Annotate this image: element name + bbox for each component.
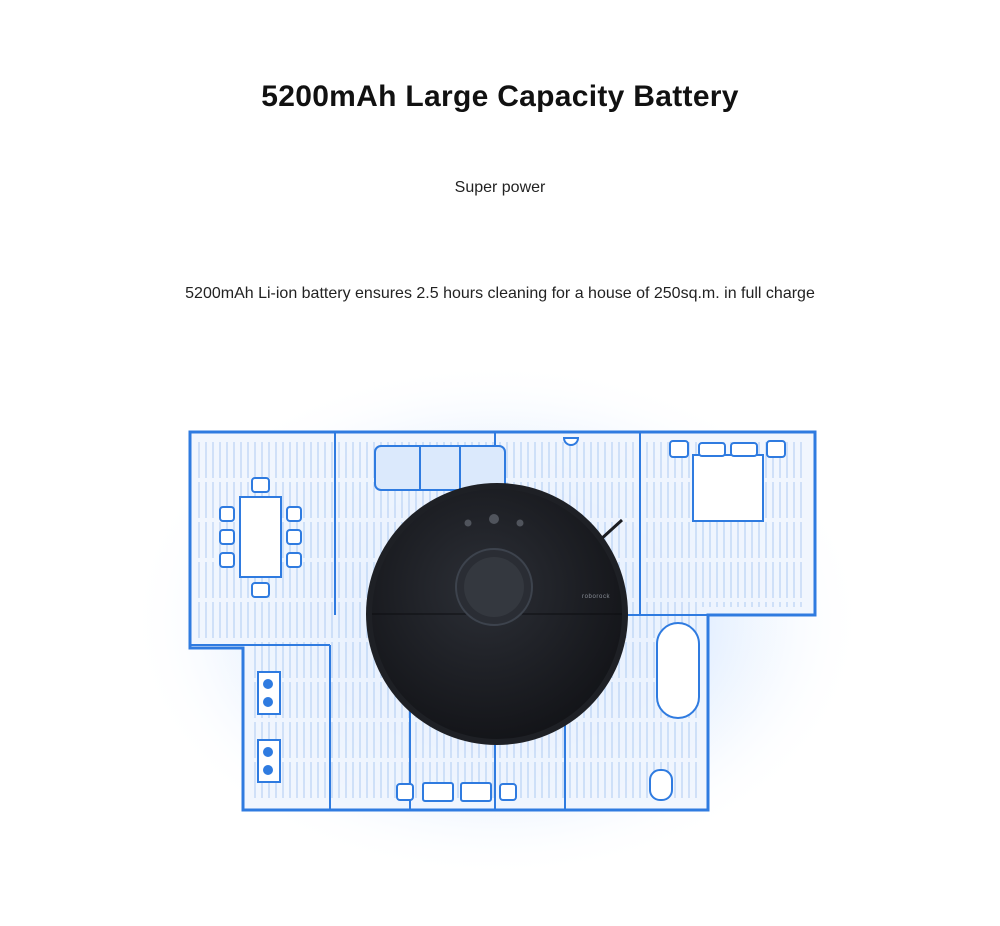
robot-vacuum-icon: roborock	[366, 483, 628, 745]
page-subtitle: Super power	[454, 179, 546, 196]
robot-brand-label: roborock	[582, 594, 611, 600]
page-title: 5200mAh Large Capacity Battery	[261, 80, 739, 113]
floor-plan-illustration: roborock	[127, 360, 867, 880]
battery-description: 5200mAh Li-ion battery ensures 2.5 hours…	[185, 285, 815, 302]
